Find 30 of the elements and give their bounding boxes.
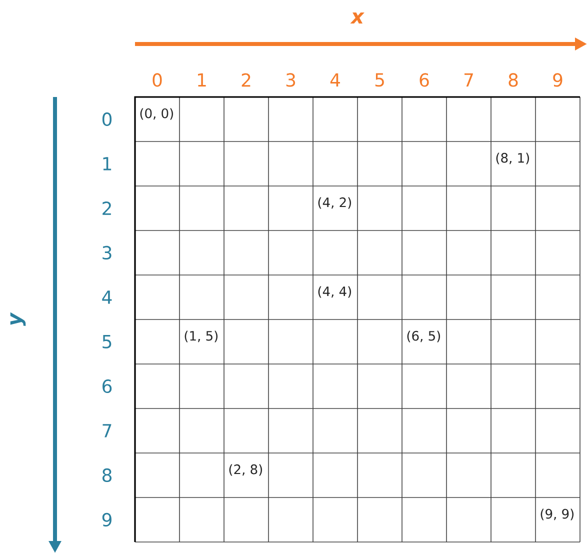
coordinate-label: (2, 8) [229, 464, 262, 476]
tick-label: 3 [286, 73, 296, 87]
tick-label: 3 [102, 246, 112, 260]
coordinate-label: (4, 4) [318, 286, 352, 298]
tick-label: 5 [375, 73, 384, 87]
coordinate-label: (9, 9) [540, 508, 574, 520]
tick-label: 6 [420, 73, 429, 87]
tick-label: 5 [102, 335, 112, 348]
tick-label: 1 [103, 157, 112, 170]
tick-label: 1 [198, 73, 206, 87]
coordinate-label: (1, 5) [184, 330, 218, 342]
tick-label: 2 [102, 202, 111, 215]
tick-label: 7 [102, 424, 112, 438]
axis-label: x [350, 12, 364, 24]
tick-label: 0 [152, 73, 162, 87]
coordinate-label: (6, 5) [407, 330, 440, 342]
tick-label: 9 [102, 512, 112, 527]
tick-label: 0 [102, 112, 112, 126]
tick-label: 4 [102, 290, 112, 304]
coordinate-label: (8, 1) [496, 152, 530, 164]
tick-label: 6 [102, 379, 112, 394]
tick-label: 7 [464, 73, 473, 87]
axis-label: y [10, 312, 26, 326]
tick-label: 8 [102, 468, 112, 482]
tick-label: 2 [242, 73, 250, 87]
tick-label: 8 [508, 73, 518, 87]
tick-label: 4 [330, 73, 340, 87]
tick-label: 9 [553, 73, 562, 87]
coordinate-label: (4, 2) [318, 197, 352, 209]
coordinate-label: (0, 0) [140, 108, 174, 120]
